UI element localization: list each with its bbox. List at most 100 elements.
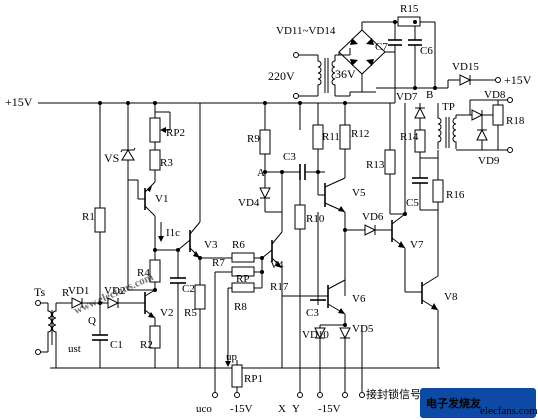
label-c6: C6 (420, 45, 433, 57)
label-y: Y (292, 403, 300, 415)
resistor-r9 (259, 129, 271, 155)
label-a: A (257, 167, 265, 179)
label-vd2: VD2 (104, 285, 125, 297)
label-v2: V2 (160, 307, 173, 319)
pulse-transformer-primary (437, 115, 442, 149)
label-vd10: VD10 (302, 329, 329, 341)
potentiometer-rp1 (231, 364, 243, 388)
label-r17: R17 (270, 281, 289, 293)
label-vd5: VD5 (352, 323, 374, 335)
resistor-r13 (384, 149, 396, 175)
label-rp1: RP1 (244, 373, 263, 385)
terminal-plus15-right (495, 77, 501, 83)
sync-transistor-stage (128, 288, 161, 368)
badge-background (420, 388, 536, 418)
site-badge: 电子发烧友 elecfans.com (420, 388, 538, 418)
label-220v: 220V (268, 69, 295, 83)
label-c1: C1 (110, 339, 123, 351)
comparator-stage (259, 103, 325, 398)
component-labels: VD11~VD14 R15 C7 C6 220V 36V B VD15 +15V… (5, 3, 532, 415)
diode-vd9 (476, 128, 488, 141)
label-r18: R18 (506, 115, 525, 127)
power-supply-section (293, 16, 501, 99)
label-c3-bot: C3 (306, 307, 319, 319)
label-rp2: RP2 (166, 127, 185, 139)
label-r11: R11 (322, 131, 340, 143)
label-r14: R14 (400, 131, 419, 143)
sync-transformer-primary (47, 303, 52, 352)
sync-input (35, 103, 138, 368)
label-vd9: VD9 (478, 155, 500, 167)
label-vd8: VD8 (484, 89, 506, 101)
label-plus15-left: +15V (5, 95, 33, 109)
label-v8: V8 (444, 291, 458, 303)
output-stage (343, 97, 513, 368)
badge-sub: elecfans.com (480, 405, 538, 417)
pulse-stage (282, 103, 365, 398)
label-r13: R13 (366, 159, 385, 171)
resistor-r18 (492, 104, 504, 126)
diode-vd8 (471, 109, 484, 121)
label-c5: C5 (406, 197, 419, 209)
diode-vd4 (259, 187, 271, 200)
diode-vd7 (414, 106, 426, 119)
diode-vd10 (314, 327, 326, 340)
label-v5: V5 (352, 187, 366, 199)
label-r3: R3 (160, 157, 173, 169)
zener-vs (121, 149, 135, 161)
label-vs: VS (104, 151, 119, 165)
label-r9: R9 (247, 133, 260, 145)
label-vd6: VD6 (362, 211, 384, 223)
label-rp: RP (236, 273, 249, 285)
label-r5: R5 (184, 307, 197, 319)
badge-title: 电子发烧友 (426, 396, 481, 410)
label-i1c: I1c (166, 227, 180, 239)
transformer-primary (317, 55, 322, 96)
terminal-lock-signal (359, 392, 365, 398)
label-minus15-a: -15V (230, 403, 253, 415)
terminal-220v-top (293, 52, 299, 58)
resistor-r3 (149, 149, 161, 171)
label-r-sync: R (62, 287, 70, 299)
label-r16: R16 (446, 189, 465, 201)
transformer-secondary (331, 55, 336, 96)
label-minus15-b: -15V (318, 403, 341, 415)
terminal-cathode (507, 147, 513, 153)
diode-vd15 (459, 74, 472, 86)
label-v7: V7 (410, 239, 424, 251)
label-r10: R10 (306, 213, 325, 225)
label-v6: V6 (352, 293, 366, 305)
label-ust: ust (68, 343, 81, 355)
label-up: up (226, 351, 238, 363)
label-ts: Ts (34, 285, 45, 299)
summing-network (212, 252, 264, 398)
terminal-x (297, 392, 303, 398)
label-uco: uco (196, 403, 212, 415)
diode-vd1 (71, 297, 84, 309)
label-36v: 36V (335, 67, 356, 81)
resistor-r15 (397, 16, 421, 27)
label-r2: R2 (140, 339, 153, 351)
terminal-gate (507, 97, 513, 103)
label-x: X (278, 403, 286, 415)
label-v4: V4 (270, 259, 284, 271)
label-r7: R7 (212, 257, 225, 269)
label-v1: V1 (155, 193, 168, 205)
resistor-r12 (339, 124, 351, 150)
resistor-r1 (94, 207, 106, 233)
terminal-220v-bottom (293, 93, 299, 99)
resistor-r10 (294, 204, 306, 230)
label-c7: C7 (375, 41, 388, 53)
terminal-minus15-a (234, 392, 240, 398)
resistor-r5 (194, 284, 206, 310)
label-q: Q (88, 315, 96, 327)
label-r6: R6 (232, 239, 245, 251)
label-vd11-14: VD11~VD14 (276, 25, 336, 37)
terminal-y (317, 392, 323, 398)
label-r4: R4 (137, 267, 150, 279)
label-tp: TP (442, 101, 455, 113)
ramp-capacitor-stage (155, 103, 232, 368)
label-vd1: VD1 (68, 285, 89, 297)
label-c3-top: C3 (283, 151, 296, 163)
